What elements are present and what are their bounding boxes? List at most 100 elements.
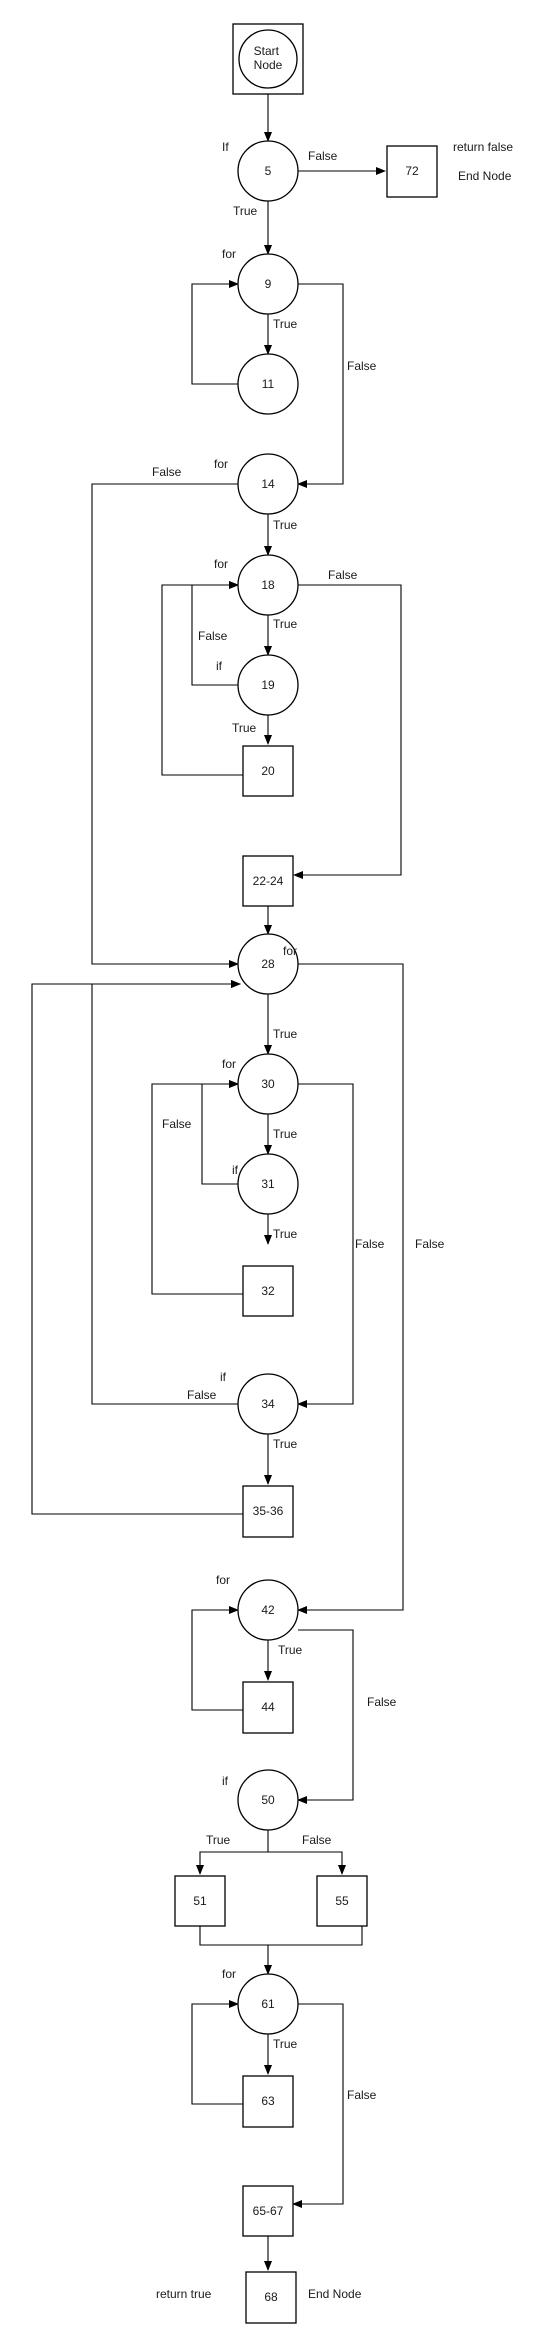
edge-42-50: [297, 1629, 354, 1804]
nodes: Start Node 5 72 9 11 14 18 19 20 22-24 2…: [174, 23, 438, 2324]
node-30: 30: [237, 1053, 299, 1115]
label-true-61: True: [273, 2037, 298, 2051]
node-32-label: 32: [261, 1284, 275, 1298]
node-18-label: 18: [261, 578, 275, 592]
label-for-30: for: [222, 1057, 236, 1071]
node-31-label: 31: [261, 1177, 275, 1191]
label-for-28: for: [283, 944, 297, 958]
edge-63-61-loop: [191, 2000, 243, 2105]
node-35-36: 35-36: [242, 1485, 294, 1538]
label-false-18: False: [328, 568, 358, 582]
node-22-24: 22-24: [242, 855, 294, 907]
node-30-label: 30: [261, 1077, 275, 1091]
node-5: 5: [237, 140, 299, 202]
label-false-30-loop: False: [162, 1117, 192, 1131]
edge-20-18-loop: [161, 581, 243, 776]
label-return-true: return true: [156, 2287, 212, 2301]
node-42-label: 42: [261, 1603, 275, 1617]
label-true-31: True: [273, 1227, 298, 1241]
label-false-61: False: [347, 2088, 377, 2102]
node-14-label: 14: [261, 477, 275, 491]
label-false-5: False: [308, 149, 338, 163]
node-28: 28: [237, 933, 299, 995]
node-63: 63: [242, 2075, 294, 2128]
node-20-label: 20: [261, 764, 275, 778]
label-true-14: True: [273, 518, 298, 532]
label-if-50: if: [222, 1774, 229, 1788]
node-51-label: 51: [193, 1894, 207, 1908]
node-44: 44: [242, 1681, 294, 1734]
edge-51-61: [199, 1925, 268, 1946]
edge-50-55: [268, 1851, 346, 1875]
node-34: 34: [237, 1373, 299, 1435]
label-false-9: False: [347, 359, 377, 373]
label-for-42: for: [216, 1573, 230, 1587]
label-true-42: True: [278, 1643, 303, 1657]
label-for-14: for: [214, 457, 228, 471]
label-for-9: for: [222, 247, 236, 261]
node-28-label: 28: [261, 957, 275, 971]
node-61: 61: [237, 1973, 299, 2035]
label-true-28: True: [273, 1027, 298, 1041]
edge-14-28: [91, 483, 239, 968]
start-node: Start Node: [232, 23, 304, 95]
edge-55-61: [264, 1925, 363, 1975]
edge-32-30-loop: [151, 1080, 243, 1295]
start-node-line-2: Node: [254, 58, 283, 72]
node-35-36-label: 35-36: [253, 1504, 284, 1518]
label-true-5: True: [233, 204, 258, 218]
node-63-label: 63: [261, 2094, 275, 2108]
edge-9-14: [297, 283, 344, 488]
node-14: 14: [237, 453, 299, 515]
node-72-label: 72: [405, 164, 419, 178]
node-55-label: 55: [335, 1894, 349, 1908]
node-20: 20: [242, 745, 294, 797]
label-false-19: False: [198, 629, 228, 643]
node-50-label: 50: [261, 1793, 275, 1807]
edge-labels: If False True return false End Node for …: [152, 140, 513, 2301]
edge-18-22: [293, 584, 402, 879]
node-61-label: 61: [261, 1997, 275, 2011]
label-for-18: for: [214, 557, 228, 571]
node-18: 18: [237, 554, 299, 616]
node-72: 72: [386, 145, 438, 198]
node-22-24-label: 22-24: [253, 874, 284, 888]
edge-11-9-loop: [191, 280, 239, 385]
label-false-42: False: [367, 1695, 397, 1709]
label-end-node-top: End Node: [458, 169, 512, 183]
label-true-18: True: [273, 617, 298, 631]
node-44-label: 44: [261, 1700, 275, 1714]
node-55: 55: [316, 1875, 368, 1927]
label-if-5: If: [222, 140, 229, 154]
node-19-label: 19: [261, 678, 275, 692]
label-if-34: if: [220, 1370, 227, 1384]
label-true-19: True: [232, 721, 257, 735]
label-false-14: False: [152, 465, 182, 479]
node-9-label: 9: [265, 277, 272, 291]
node-65-67-label: 65-67: [253, 2204, 284, 2218]
node-50: 50: [237, 1769, 299, 1831]
label-false-50: False: [302, 1833, 332, 1847]
node-32: 32: [242, 1265, 294, 1317]
node-11-label: 11: [262, 377, 275, 391]
edge-50-51: [196, 1830, 269, 1875]
node-42: 42: [237, 1579, 299, 1641]
node-5-label: 5: [265, 164, 272, 178]
node-68: 68: [245, 2271, 297, 2324]
label-true-50: True: [206, 1833, 231, 1847]
edge-44-42-loop: [191, 1606, 243, 1711]
node-68-label: 68: [264, 2290, 278, 2304]
edge-30-34: [297, 1083, 354, 1408]
label-false-30: False: [355, 1237, 385, 1251]
label-true-30: True: [273, 1127, 298, 1141]
node-34-label: 34: [261, 1397, 275, 1411]
label-end-node-bottom: End Node: [308, 2287, 362, 2301]
label-false-34: False: [187, 1388, 217, 1402]
label-false-28: False: [415, 1237, 445, 1251]
node-51: 51: [174, 1875, 226, 1927]
edge-34-28: [91, 980, 241, 1405]
edge-61-65: [292, 2003, 344, 2208]
start-node-line-1: Start: [254, 44, 280, 58]
label-for-61: for: [222, 1967, 236, 1981]
